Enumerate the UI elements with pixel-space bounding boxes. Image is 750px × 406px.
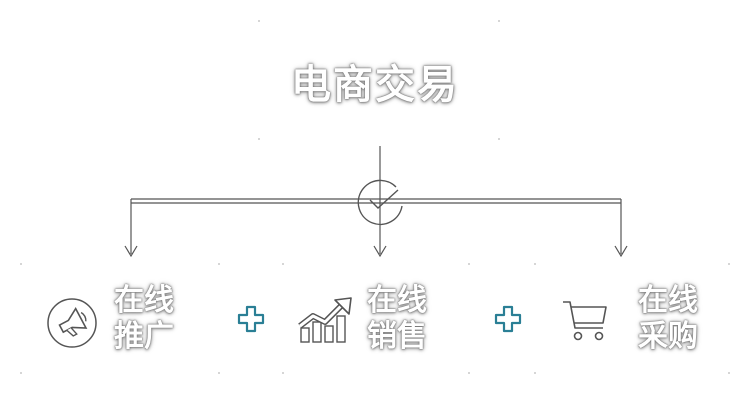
megaphone-icon <box>46 297 98 353</box>
item-label-line1: 在线 <box>638 283 698 318</box>
grid-dot <box>218 263 220 265</box>
arrow-head-left <box>124 245 138 258</box>
item-label-purchasing: 在线 采购 <box>638 283 698 355</box>
diagram-title: 电商交易 <box>291 62 459 108</box>
grid-dot <box>468 372 470 374</box>
grid-dot <box>282 372 284 374</box>
grid-dot <box>258 20 260 22</box>
item-label-sales: 在线 销售 <box>367 283 427 355</box>
item-label-line2: 采购 <box>638 319 698 354</box>
plus-icon <box>237 305 265 333</box>
item-label-line2: 推广 <box>114 319 174 354</box>
checkmark-circle-icon <box>357 179 403 226</box>
grid-dot <box>218 372 220 374</box>
item-label-line2: 销售 <box>367 319 427 354</box>
item-label-line1: 在线 <box>367 283 427 318</box>
growth-chart-icon <box>297 296 355 348</box>
arrow-head-center <box>373 245 387 258</box>
shopping-cart-icon <box>561 298 611 348</box>
grid-dot <box>728 263 730 265</box>
grid-dot <box>258 138 260 140</box>
grid-dot <box>498 20 500 22</box>
grid-dot <box>282 263 284 265</box>
item-label-promotion: 在线 推广 <box>114 283 174 355</box>
item-label-line1: 在线 <box>114 283 174 318</box>
grid-dot <box>20 263 22 265</box>
arrow-head-right <box>614 245 628 258</box>
plus-icon <box>494 305 522 333</box>
grid-dot <box>728 372 730 374</box>
grid-dot <box>498 138 500 140</box>
grid-dot <box>468 263 470 265</box>
grid-dot <box>534 263 536 265</box>
grid-dot <box>20 372 22 374</box>
grid-dot <box>534 372 536 374</box>
